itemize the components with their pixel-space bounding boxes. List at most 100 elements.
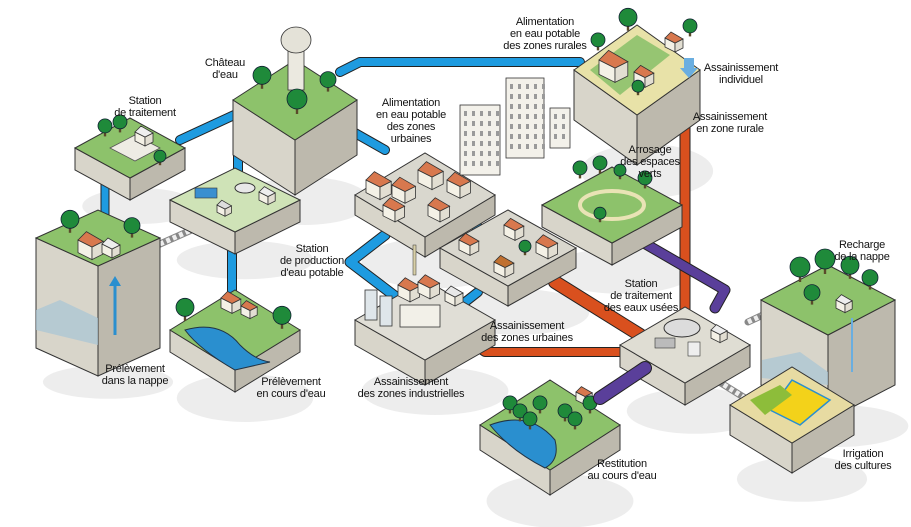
label-line: Assainissement — [373, 376, 449, 388]
house-roof — [101, 237, 121, 250]
block-top-face — [438, 209, 578, 287]
tree-icon — [112, 114, 128, 130]
label-line: des eaux usées — [603, 302, 679, 314]
house-roof — [427, 197, 451, 212]
tree-icon — [613, 163, 627, 177]
tank — [234, 182, 256, 194]
block-irrigation — [729, 366, 855, 474]
window — [518, 124, 521, 129]
label-line: en eau potable — [376, 109, 446, 121]
pipe-chateau-rural — [336, 58, 584, 76]
block-shadow — [361, 367, 509, 415]
window — [542, 124, 545, 129]
window — [480, 151, 483, 156]
tree-icon — [567, 411, 583, 427]
window — [464, 151, 467, 156]
tree-icon — [286, 88, 308, 110]
block-station-production — [168, 167, 302, 255]
window — [472, 111, 475, 116]
window — [488, 151, 491, 156]
window — [534, 114, 537, 119]
label-line: de production — [279, 255, 345, 267]
block-chateau-eau — [232, 26, 358, 196]
label-line: en eau potable — [510, 28, 580, 40]
label-line: au cours d'eau — [587, 470, 657, 482]
label-line: des zones urbaines — [481, 332, 573, 344]
label-line: d'eau potable — [280, 267, 344, 279]
house-roof — [258, 186, 277, 197]
window — [518, 104, 521, 109]
window — [534, 94, 537, 99]
tank — [687, 341, 701, 357]
pipe-arrosage-step — [620, 227, 730, 313]
tree-icon — [60, 209, 80, 229]
window — [518, 134, 521, 139]
window — [496, 151, 499, 156]
window — [554, 124, 557, 129]
building — [549, 107, 571, 149]
house-roof — [77, 231, 105, 248]
filter-basin — [194, 187, 218, 199]
block-zones-industrielles — [353, 244, 497, 386]
window — [562, 114, 565, 119]
window — [488, 131, 491, 136]
tree-icon — [175, 297, 195, 317]
window — [464, 161, 467, 166]
window — [542, 84, 545, 89]
window — [554, 134, 557, 139]
window — [562, 134, 565, 139]
block-rural — [573, 7, 701, 166]
window — [542, 134, 545, 139]
arrow-head — [109, 276, 121, 286]
silo — [379, 295, 393, 327]
house-roof — [446, 171, 472, 187]
block-shadow — [42, 365, 174, 399]
label-line: Assainissement — [692, 111, 768, 123]
house-roof — [240, 300, 259, 311]
label-line: Station — [624, 278, 658, 290]
block-top-face — [759, 264, 897, 336]
window — [518, 84, 521, 89]
window — [526, 134, 529, 139]
tree-icon — [522, 411, 538, 427]
block-top-face — [540, 166, 684, 244]
house-roof — [835, 294, 854, 305]
tree-icon — [272, 305, 292, 325]
house-roof — [417, 161, 445, 178]
block-shadow — [176, 240, 314, 280]
window — [464, 121, 467, 126]
window — [510, 104, 513, 109]
chimney — [412, 244, 417, 276]
tree-icon — [590, 32, 606, 48]
tree-icon — [631, 79, 645, 93]
label-line: Assainissement — [489, 320, 565, 332]
window — [534, 134, 537, 139]
tree-icon — [803, 284, 821, 302]
basin — [654, 337, 676, 349]
window — [526, 114, 529, 119]
window — [510, 134, 513, 139]
window — [518, 114, 521, 119]
label-line: des zones rurales — [503, 40, 587, 52]
block-prelevement-cours-eau — [169, 289, 301, 393]
block-shadow — [82, 188, 198, 224]
window — [526, 124, 529, 129]
window — [534, 84, 537, 89]
label-line: Assainissement — [703, 62, 779, 74]
window — [526, 104, 529, 109]
house-roof — [493, 254, 515, 268]
tree-icon — [532, 395, 548, 411]
tree-icon — [123, 217, 141, 235]
label-line: Recharge — [838, 239, 886, 251]
tree-icon — [572, 160, 588, 176]
label-line: de traitement — [114, 107, 176, 119]
window — [472, 141, 475, 146]
tree-icon — [789, 256, 811, 278]
window — [510, 144, 513, 149]
